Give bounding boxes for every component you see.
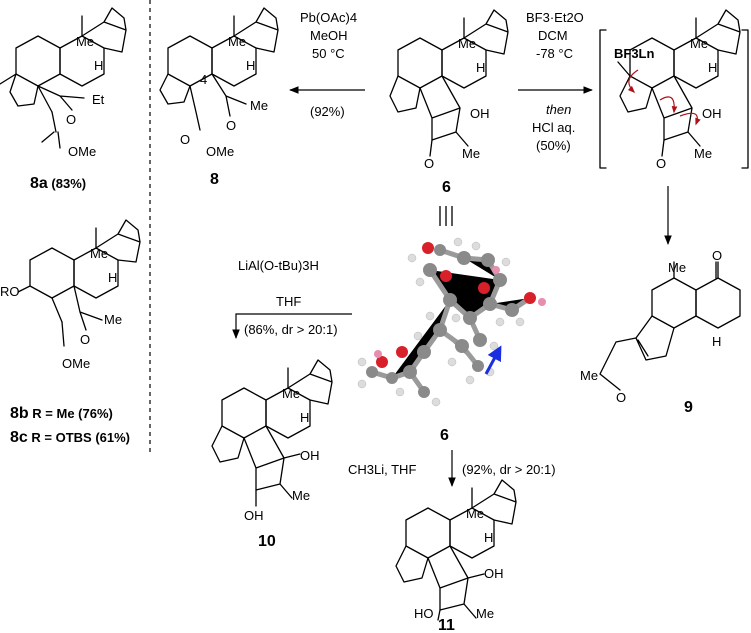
curved-arrow-1	[627, 69, 639, 94]
svg-text:THF: THF	[276, 294, 301, 309]
molecule-3d-model	[357, 237, 546, 407]
6-o: O	[424, 156, 434, 171]
compound-6: Me H OH Me O 6	[389, 9, 509, 196]
6-label: 6	[442, 179, 451, 196]
svg-text:MeOH: MeOH	[310, 28, 348, 43]
8-me2: Me	[250, 98, 268, 113]
11-ho: HO	[414, 606, 434, 621]
compound-9: Me O H Me O 9	[580, 248, 741, 416]
hydrogen-atoms	[357, 237, 525, 407]
8b-me2: Me	[104, 312, 122, 327]
11-me: Me	[466, 506, 484, 521]
reagents-to-8: Pb(OAc)4 MeOH 50 °C (92%)	[300, 10, 357, 119]
int-me2: Me	[694, 146, 712, 161]
8a-h: H	[94, 58, 103, 73]
11-oh: OH	[484, 566, 504, 581]
equivalence-bars	[439, 206, 453, 226]
11-label: 11	[438, 617, 455, 633]
int-o: O	[656, 156, 666, 171]
9-h: H	[712, 334, 721, 349]
int-h: H	[708, 60, 717, 75]
9-me: Me	[668, 260, 686, 275]
9-me2: Me	[580, 368, 598, 383]
svg-text:BF3·Et2O: BF3·Et2O	[526, 10, 584, 25]
6-model-label: 6	[440, 427, 449, 444]
svg-text:CH3Li, THF: CH3Li, THF	[348, 462, 416, 477]
8b-ome: OMe	[62, 356, 90, 371]
8a-ome: OMe	[68, 144, 96, 159]
6-h: H	[476, 60, 485, 75]
8c-label: 8c R = OTBS (61%)	[10, 429, 130, 446]
6-me: Me	[458, 36, 476, 51]
int-oh: OH	[702, 106, 722, 121]
reagents-to-11: CH3Li, THF (92%, dr > 20:1)	[348, 462, 556, 477]
10-h: H	[300, 410, 309, 425]
svg-text:Pb(OAc)4: Pb(OAc)4	[300, 10, 357, 25]
svg-text:50 °C: 50 °C	[312, 46, 345, 61]
8-c4: 4	[200, 72, 207, 87]
svg-text:(50%): (50%)	[536, 138, 571, 153]
intermediate-bracketed: BF3Ln Me H OH Me O	[599, 9, 749, 171]
hydroxyl-hydrogens	[374, 266, 546, 358]
svg-text:then: then	[546, 102, 571, 117]
10-oh: OH	[300, 448, 320, 463]
8b-h: H	[108, 270, 117, 285]
oxygen-atoms	[376, 242, 536, 368]
svg-text:(86%, dr > 20:1): (86%, dr > 20:1)	[244, 322, 338, 337]
reagents-to-intermediate: BF3·Et2O DCM -78 °C then HCl aq. (50%)	[526, 10, 584, 153]
9-o2: O	[616, 390, 626, 405]
8-h: H	[246, 58, 255, 73]
arrow-to-10	[232, 313, 352, 339]
10-me: Me	[282, 386, 300, 401]
8a-et: Et	[92, 92, 105, 107]
compound-8: Me H 4 O Me O OMe 8	[159, 7, 279, 188]
8a-o: O	[66, 112, 76, 127]
compound-8b: Me H RO O Me OMe 8b R = Me (76%) 8c R = …	[0, 219, 141, 446]
11-me2: Me	[476, 606, 494, 621]
8b-me: Me	[90, 246, 108, 261]
11-h: H	[484, 530, 493, 545]
svg-text:(92%, dr > 20:1): (92%, dr > 20:1)	[462, 462, 556, 477]
curved-arrow-3	[679, 112, 701, 126]
6-oh: OH	[470, 106, 490, 121]
8-o2: O	[180, 132, 190, 147]
svg-text:-78 °C: -78 °C	[536, 46, 573, 61]
carbon-atoms	[366, 244, 519, 398]
compound-11: Me H OH Me HO 11	[395, 479, 517, 633]
8a-me: Me	[76, 34, 94, 49]
9-label: 9	[684, 399, 693, 416]
blue-arrow	[484, 345, 502, 375]
int-bf3: BF3Ln	[614, 46, 655, 61]
10-oh2: OH	[244, 508, 264, 523]
svg-text:(92%): (92%)	[310, 104, 345, 119]
10-label: 10	[258, 533, 276, 550]
8-me: Me	[228, 34, 246, 49]
8a-label: 8a (83%)	[30, 175, 86, 192]
svg-text:HCl aq.: HCl aq.	[532, 120, 575, 135]
8b-ro: RO	[0, 284, 20, 299]
9-o: O	[712, 248, 722, 263]
8-label: 8	[210, 171, 219, 188]
curved-arrow-2	[659, 96, 678, 114]
reagents-to-10: LiAl(O-tBu)3H THF (86%, dr > 20:1)	[238, 258, 338, 337]
8-ome: OMe	[206, 144, 234, 159]
svg-text:LiAl(O-tBu)3H: LiAl(O-tBu)3H	[238, 258, 319, 273]
8-o: O	[226, 118, 236, 133]
6-me2: Me	[462, 146, 480, 161]
8b-label: 8b R = Me (76%)	[10, 405, 113, 422]
int-me: Me	[690, 36, 708, 51]
compound-10: Me H OH Me OH 10	[211, 359, 333, 550]
compound-8a: Me H Et O OMe 8a (83%)	[0, 7, 127, 192]
svg-text:DCM: DCM	[538, 28, 568, 43]
10-me2: Me	[292, 488, 310, 503]
8b-o: O	[80, 332, 90, 347]
